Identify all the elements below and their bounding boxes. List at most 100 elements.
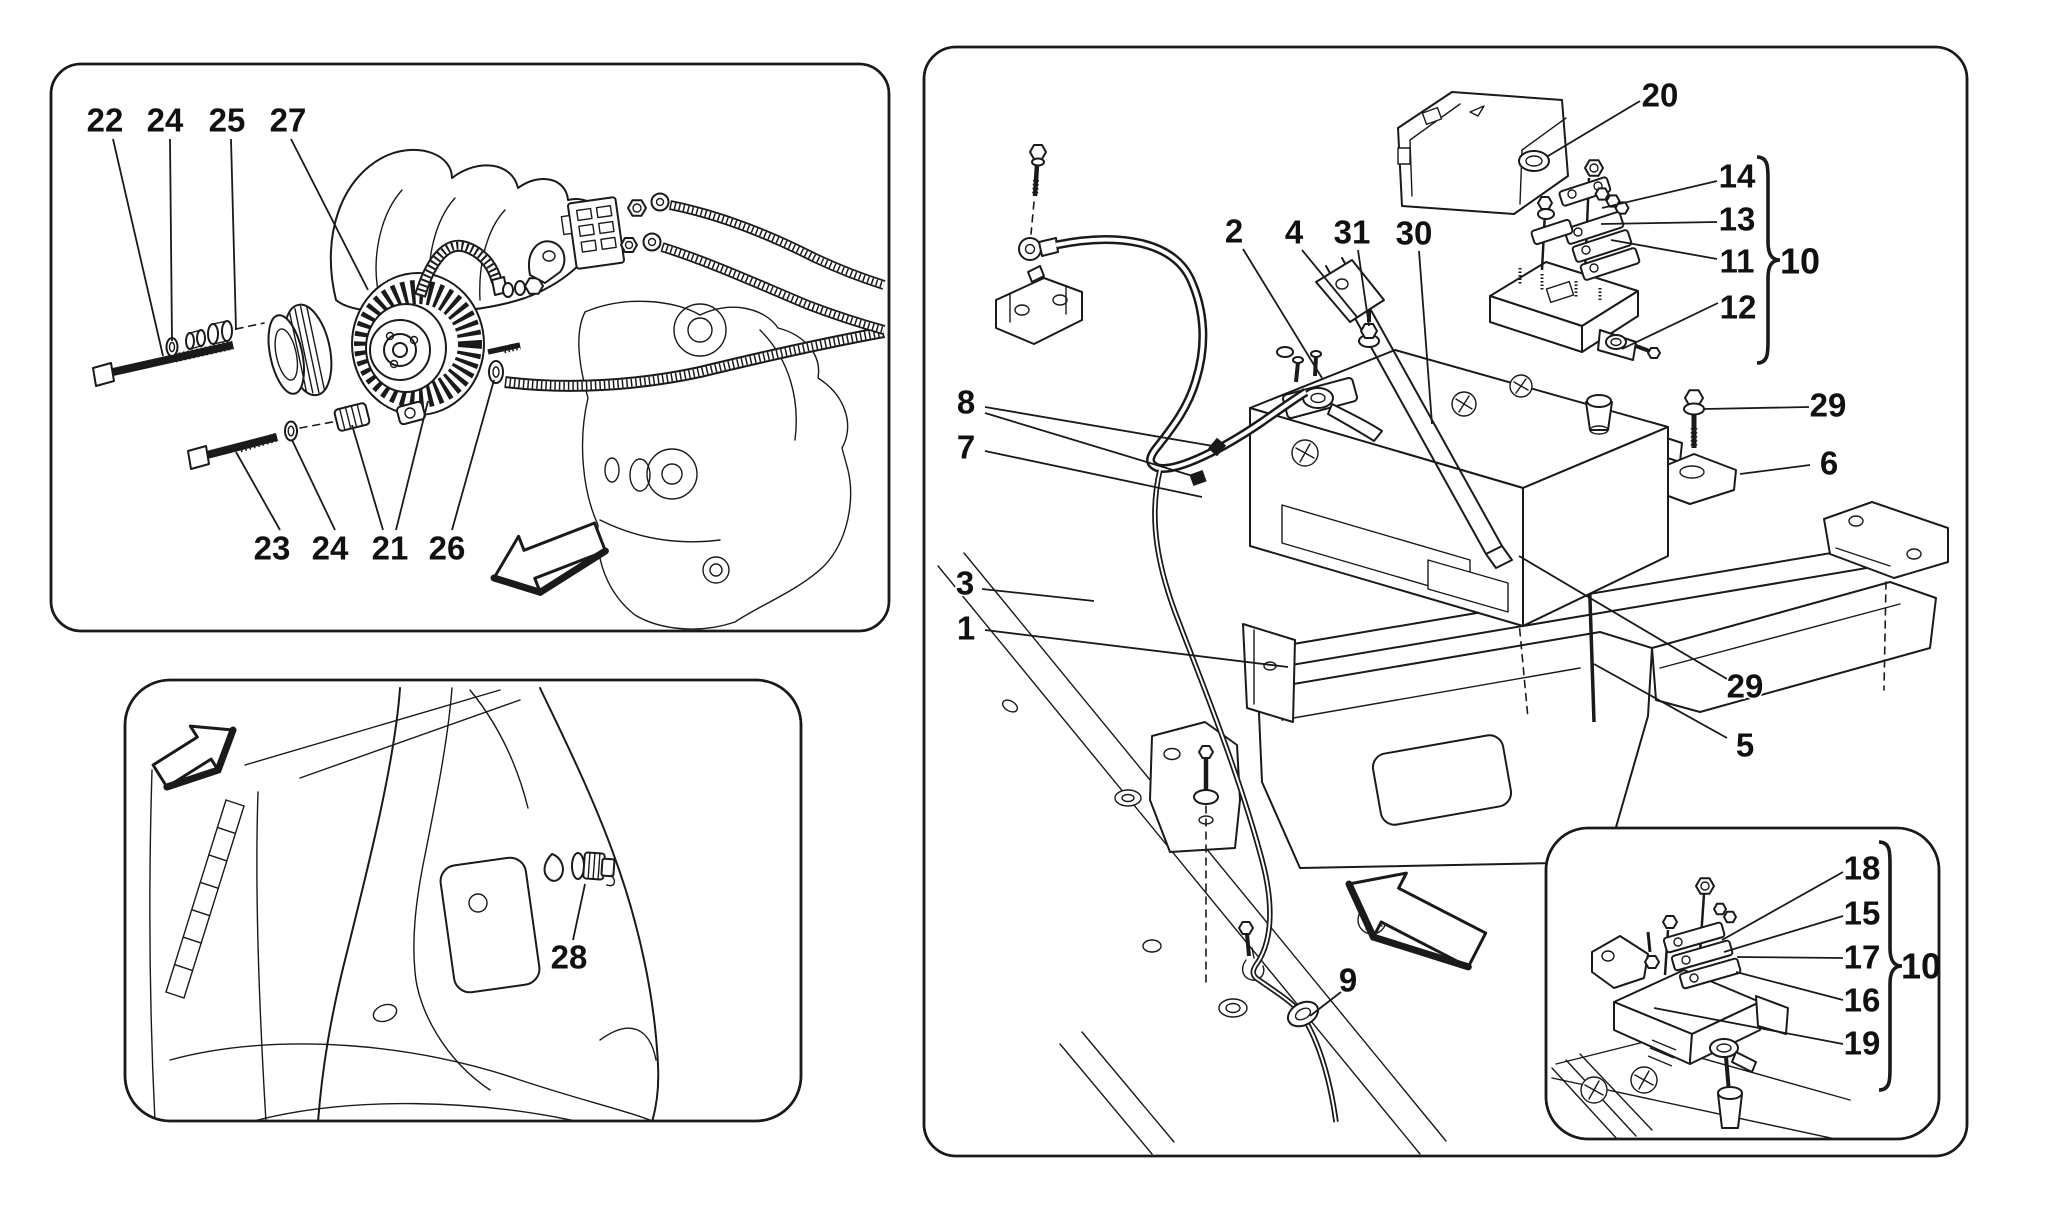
pulley	[267, 303, 333, 397]
part-number-label: 5	[1736, 727, 1754, 764]
battery-drawing	[937, 91, 1949, 1155]
callout-24-alternator: 24	[291, 439, 350, 568]
callout-18-inset: 18	[1721, 848, 1882, 941]
leader-line	[1418, 250, 1433, 425]
group-number-label: 10	[1901, 946, 1941, 987]
battery-cables	[995, 144, 1339, 1123]
terminal-clamp	[1276, 346, 1383, 442]
view-arrow-alternator-down-left	[490, 521, 609, 597]
connector-block	[560, 196, 625, 270]
leader-line	[984, 629, 1289, 668]
leader-line	[1600, 221, 1718, 225]
part-number-label: 26	[429, 530, 466, 567]
leader-line	[1721, 871, 1844, 941]
part-number-label: 11	[1720, 243, 1755, 280]
leader-line	[1242, 248, 1323, 379]
leader-line	[984, 450, 1203, 498]
callout-7-battery: 7	[955, 427, 1203, 498]
grouping-brace	[1756, 155, 1781, 365]
leader-line	[290, 138, 369, 291]
callout-12-battery: 12	[1621, 287, 1758, 350]
view-arrow-trim-up-right	[151, 724, 237, 791]
callout-20-battery: 20	[1547, 75, 1680, 157]
part-number-label: 29	[1727, 668, 1764, 705]
leader-line	[351, 424, 384, 531]
callout-4-battery: 4	[1283, 212, 1358, 318]
part-number-label: 18	[1844, 850, 1881, 887]
wiring-harness	[504, 200, 886, 392]
callout-5-battery: 5	[1593, 663, 1756, 765]
part-number-label: 25	[209, 102, 246, 139]
leader-line	[572, 883, 586, 941]
mounting-bolts	[92, 320, 504, 470]
part-number-label: 31	[1334, 214, 1371, 251]
leader-line	[1357, 249, 1370, 327]
callout-26-alternator: 26	[427, 379, 495, 568]
leader-line	[1610, 239, 1718, 260]
group-10-main: 10	[1756, 155, 1820, 365]
leader-line	[984, 406, 1214, 447]
callout-8-battery: 8	[955, 382, 1214, 478]
callout-15-inset: 15	[1723, 893, 1882, 953]
part-number-label: 4	[1285, 214, 1304, 251]
part-number-label: 6	[1820, 445, 1838, 482]
callout-29-battery: 29	[1518, 555, 1765, 706]
group-10-inset: 10	[1878, 840, 1941, 1092]
view-arrow-battery-up-left	[1345, 871, 1488, 971]
leader-line	[235, 451, 281, 531]
callout-14-battery: 14	[1601, 156, 1757, 209]
part-number-label: 9	[1339, 962, 1357, 999]
callout-17-inset: 17	[1736, 937, 1882, 977]
leader-line	[1653, 1007, 1844, 1045]
part-number-label: 28	[551, 939, 588, 976]
callout-27-alternator: 27	[268, 100, 369, 291]
callout-25-alternator: 25	[207, 100, 247, 331]
part-number-label: 12	[1720, 289, 1757, 326]
part-number-label: 30	[1396, 215, 1433, 252]
callout-24-alternator: 24	[145, 100, 185, 342]
callout-19-inset: 19	[1653, 1007, 1882, 1063]
callout-1-battery: 1	[955, 608, 1289, 668]
leader-line	[984, 412, 1197, 478]
callout-11-battery: 11	[1610, 239, 1756, 281]
callout-28-trim: 28	[549, 883, 589, 977]
part-number-label: 1	[957, 610, 975, 647]
battery-cover	[1397, 91, 1569, 215]
part-number-label: 21	[372, 530, 409, 567]
leader-line	[1309, 991, 1342, 1017]
part-number-label: 29	[1810, 387, 1847, 424]
relay-box	[1489, 261, 1661, 361]
inset-drawing	[1551, 877, 1851, 1138]
callout-16-inset: 16	[1735, 971, 1882, 1020]
group-number-label: 10	[1780, 241, 1820, 282]
leader-line	[1518, 555, 1728, 680]
part-number-label: 22	[87, 102, 124, 139]
leader-line	[395, 400, 429, 531]
part-number-label: 14	[1719, 158, 1756, 195]
leader-line	[1739, 464, 1811, 475]
part-number-label: 7	[957, 429, 975, 466]
boot-light-bulb	[543, 851, 616, 887]
callout-22-alternator: 22	[85, 100, 164, 357]
leader-line	[1736, 956, 1844, 959]
leader-line	[112, 138, 164, 357]
part-number-label: 27	[270, 102, 307, 139]
fuse-hardware	[1530, 159, 1641, 281]
leader-line	[291, 439, 336, 531]
battery-supports	[1149, 389, 1949, 987]
leader-line	[1703, 406, 1810, 410]
callout-3-battery: 3	[954, 563, 1095, 603]
leader-line	[169, 138, 173, 342]
leader-line	[981, 588, 1095, 602]
harness-nuts	[620, 192, 670, 253]
callout-2-battery: 2	[1223, 211, 1323, 379]
callout-30-battery: 30	[1394, 213, 1434, 425]
part-number-label: 15	[1844, 895, 1881, 932]
alternator	[351, 272, 521, 426]
alternator-drawing	[92, 148, 886, 630]
trunk-trim-body	[149, 687, 660, 1120]
callout-23-alternator: 23	[235, 451, 292, 568]
part-number-label: 24	[147, 102, 184, 139]
